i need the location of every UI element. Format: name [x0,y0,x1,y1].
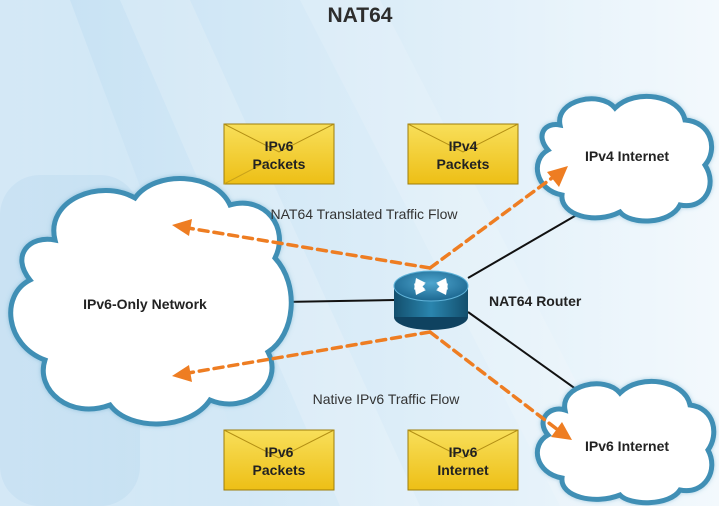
envelope-line-2: Internet [437,462,489,478]
ipv6-internet-label: IPv6 Internet [585,438,669,454]
ipv6-internet-cloud [535,378,717,506]
arrowhead-network-bottom [172,365,192,382]
envelope-line-2: Packets [253,156,306,172]
arrow-to-network-bottom [186,330,432,375]
arrowhead-network-top [172,219,192,236]
link-router-ipv6-internet [467,311,581,393]
arrowhead-ipv4-internet [547,166,568,187]
envelope-line-1: IPv4 [449,138,478,154]
page-title: NAT64 [328,4,393,27]
envelope-top-right: IPv4 Packets [407,123,519,185]
ipv4-internet-label: IPv4 Internet [585,148,669,164]
arrow-heads [172,166,572,440]
router-arrows-icon [414,278,448,295]
envelope-line-1: IPv6 [265,444,294,460]
envelope-top-left: IPv6 Packets [223,123,335,185]
arrow-to-ipv6-internet [428,330,560,432]
link-network-router [281,299,396,303]
nat64-router [393,270,469,330]
link-router-ipv4-internet [467,212,581,279]
envelope-line-2: Packets [253,462,306,478]
flow-arrows [186,176,560,432]
connection-lines [281,212,581,393]
ipv4-internet-cloud [535,93,715,224]
envelope-line-1: IPv6 [265,138,294,154]
envelope-bottom-left: IPv6 Packets [223,429,335,491]
envelope-line-2: Packets [437,156,490,172]
arrow-to-network-top [186,226,432,270]
router-label: NAT64 Router [489,293,582,309]
arrowhead-ipv6-internet [551,422,572,440]
envelope-line-1: IPv6 [449,444,478,460]
arrow-to-ipv4-internet [428,176,554,270]
native-flow-label: Native IPv6 Traffic Flow [313,391,461,407]
ipv6-network-cloud [8,176,294,427]
translated-flow-label: NAT64 Translated Traffic Flow [271,206,459,222]
ipv6-network-label: IPv6-Only Network [83,296,207,312]
envelope-bottom-right: IPv6 Internet [407,429,519,491]
